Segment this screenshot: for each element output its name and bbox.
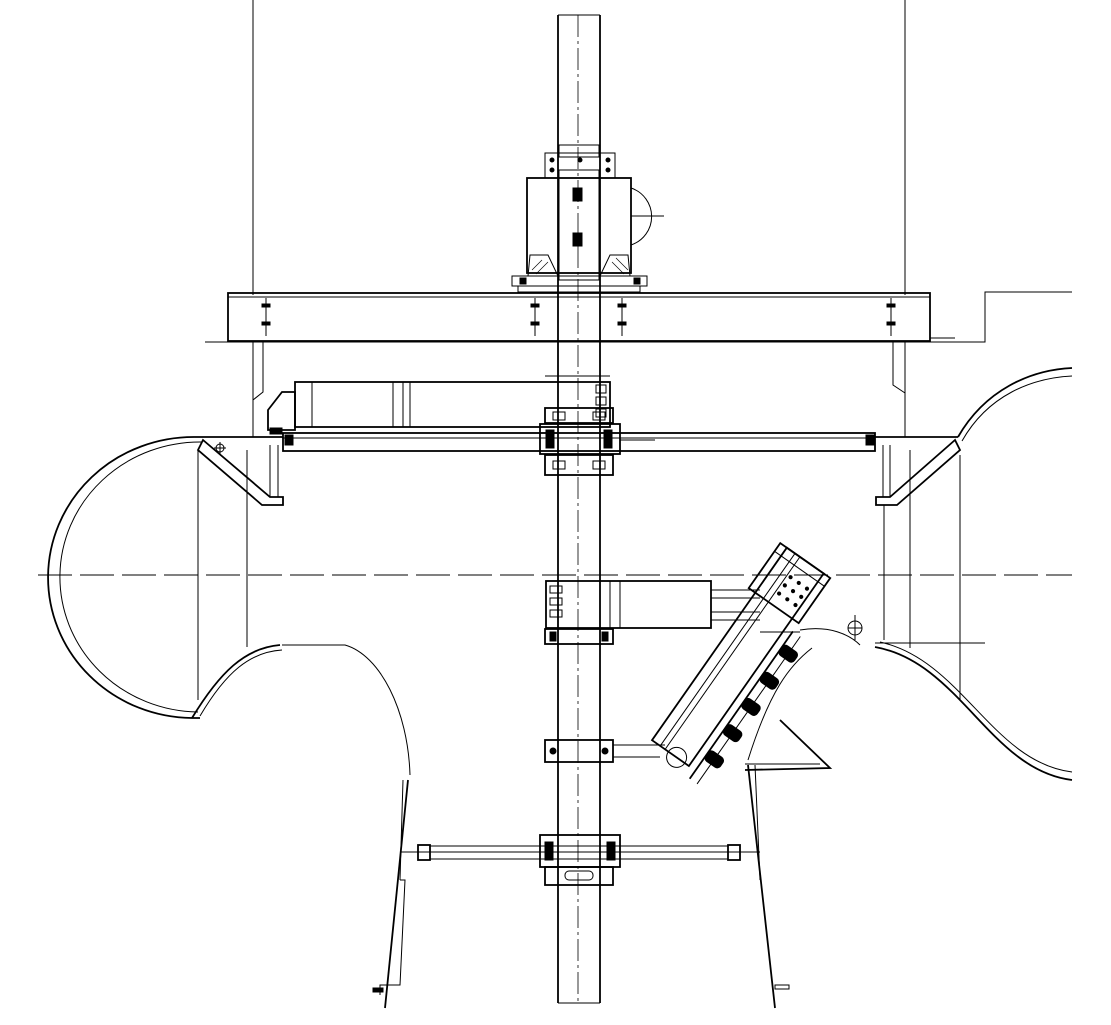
upper-cylinder bbox=[267, 375, 611, 435]
lower-arm bbox=[544, 739, 665, 763]
left-volute-housing bbox=[47, 436, 284, 719]
wall-outlines bbox=[252, 0, 1072, 437]
lower-right-tank bbox=[747, 647, 813, 1009]
main-shaft bbox=[557, 14, 601, 1004]
screen-support bbox=[744, 615, 863, 771]
support-beam bbox=[205, 292, 931, 343]
lower-left-tank bbox=[282, 644, 411, 1009]
shaft-collars bbox=[539, 407, 621, 476]
screen-rollers bbox=[704, 644, 799, 769]
middle-cylinder bbox=[544, 580, 760, 645]
right-volute-housing bbox=[874, 367, 1073, 781]
bolt-group bbox=[261, 298, 896, 336]
inclined-screen-assembly bbox=[650, 541, 832, 785]
drive-motor-unit bbox=[511, 144, 664, 293]
motor-base bbox=[511, 254, 648, 293]
bottom-arm bbox=[400, 834, 760, 886]
guide-rail bbox=[282, 432, 876, 452]
centerlines bbox=[38, 15, 1072, 1005]
